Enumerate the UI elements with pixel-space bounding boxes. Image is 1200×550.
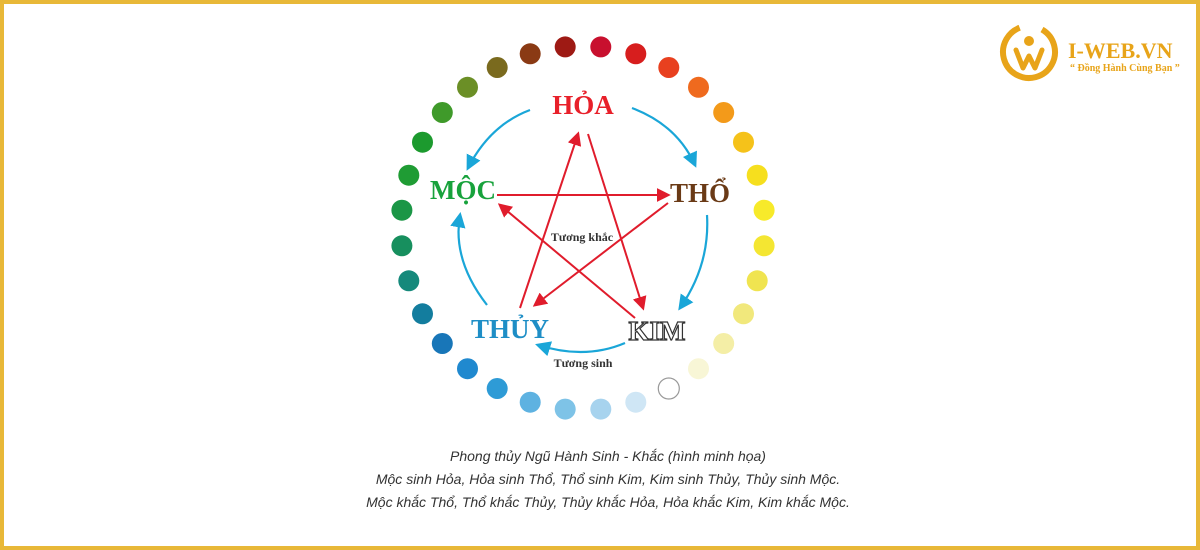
element-label-tho: THỔ xyxy=(670,177,730,208)
ring-dot xyxy=(753,235,775,257)
ring-dot xyxy=(486,57,508,78)
overcoming-star-arrows xyxy=(497,131,671,319)
ring-dot xyxy=(688,358,709,380)
ring-dot xyxy=(391,199,413,221)
ngu-hanh-diagram: HỎA THỔ KIM THỦY MỘC Tương khắc Tương si… xyxy=(391,36,775,420)
ring-dot xyxy=(590,36,612,58)
ring-dot xyxy=(431,102,453,123)
ring-dot xyxy=(486,378,508,399)
logo-brand-name: I-WEB.VN xyxy=(1068,38,1173,63)
ring-dot xyxy=(746,164,768,186)
ring-dot xyxy=(746,270,768,292)
arrow-hoa-to-tho xyxy=(631,106,697,168)
ring-dot xyxy=(753,199,775,221)
iweb-logo[interactable]: I-WEB.VN “ Đồng Hành Cùng Bạn ” xyxy=(996,20,1196,84)
caption-title: Phong thủy Ngũ Hành Sinh - Khắc (hình mi… xyxy=(450,448,766,464)
color-dot-ring xyxy=(391,36,775,420)
ring-dot xyxy=(733,303,754,325)
arrow-thuy-to-moc xyxy=(450,211,488,306)
ring-dot xyxy=(733,131,754,153)
ring-dot xyxy=(519,391,541,413)
element-label-kim: KIM xyxy=(629,316,686,346)
element-label-thuy: THỦY xyxy=(471,314,549,344)
ring-dot xyxy=(713,102,735,123)
arrow-tho-to-thuy xyxy=(532,202,669,307)
ring-dot xyxy=(554,36,576,58)
ring-dot xyxy=(688,76,709,98)
ring-dot xyxy=(658,57,680,78)
ring-dot xyxy=(625,43,647,65)
caption-generating-text: Mộc sinh Hỏa, Hỏa sinh Thổ, Thổ sinh Kim… xyxy=(375,471,841,487)
ring-dot xyxy=(625,391,647,413)
ring-dot xyxy=(412,131,433,153)
ring-dot xyxy=(398,270,420,292)
element-label-hoa: HỎA xyxy=(552,90,614,120)
ring-dot xyxy=(590,398,612,420)
ring-dot xyxy=(457,76,478,98)
iweb-logo-icon xyxy=(1000,23,1058,81)
ring-dot xyxy=(657,377,680,400)
arrow-hoa-to-kim xyxy=(587,133,647,311)
arrow-thuy-to-hoa xyxy=(519,131,582,309)
arrow-tho-to-kim xyxy=(678,214,709,311)
ring-dot xyxy=(457,358,478,380)
ring-dot xyxy=(431,333,453,354)
ring-dot xyxy=(391,235,413,257)
ring-dot xyxy=(713,333,735,354)
overcoming-label: Tương khắc xyxy=(551,230,614,244)
arrow-kim-to-moc xyxy=(497,203,636,319)
logo-slogan: “ Đồng Hành Cùng Bạn ” xyxy=(1070,63,1180,74)
element-label-moc: MỘC xyxy=(430,175,496,205)
caption-overcoming-text: Mộc khắc Thổ, Thổ khắc Thủy, Thủy khắc H… xyxy=(366,494,850,510)
generating-cycle-arrows xyxy=(450,106,709,357)
ring-dot xyxy=(398,164,420,186)
arrow-kim-to-thuy xyxy=(535,341,626,357)
ring-dot xyxy=(554,398,576,420)
arrow-moc-to-hoa xyxy=(466,108,531,171)
ring-dot xyxy=(519,43,541,65)
generating-label: Tương sinh xyxy=(554,356,613,370)
ring-dot xyxy=(412,303,433,325)
